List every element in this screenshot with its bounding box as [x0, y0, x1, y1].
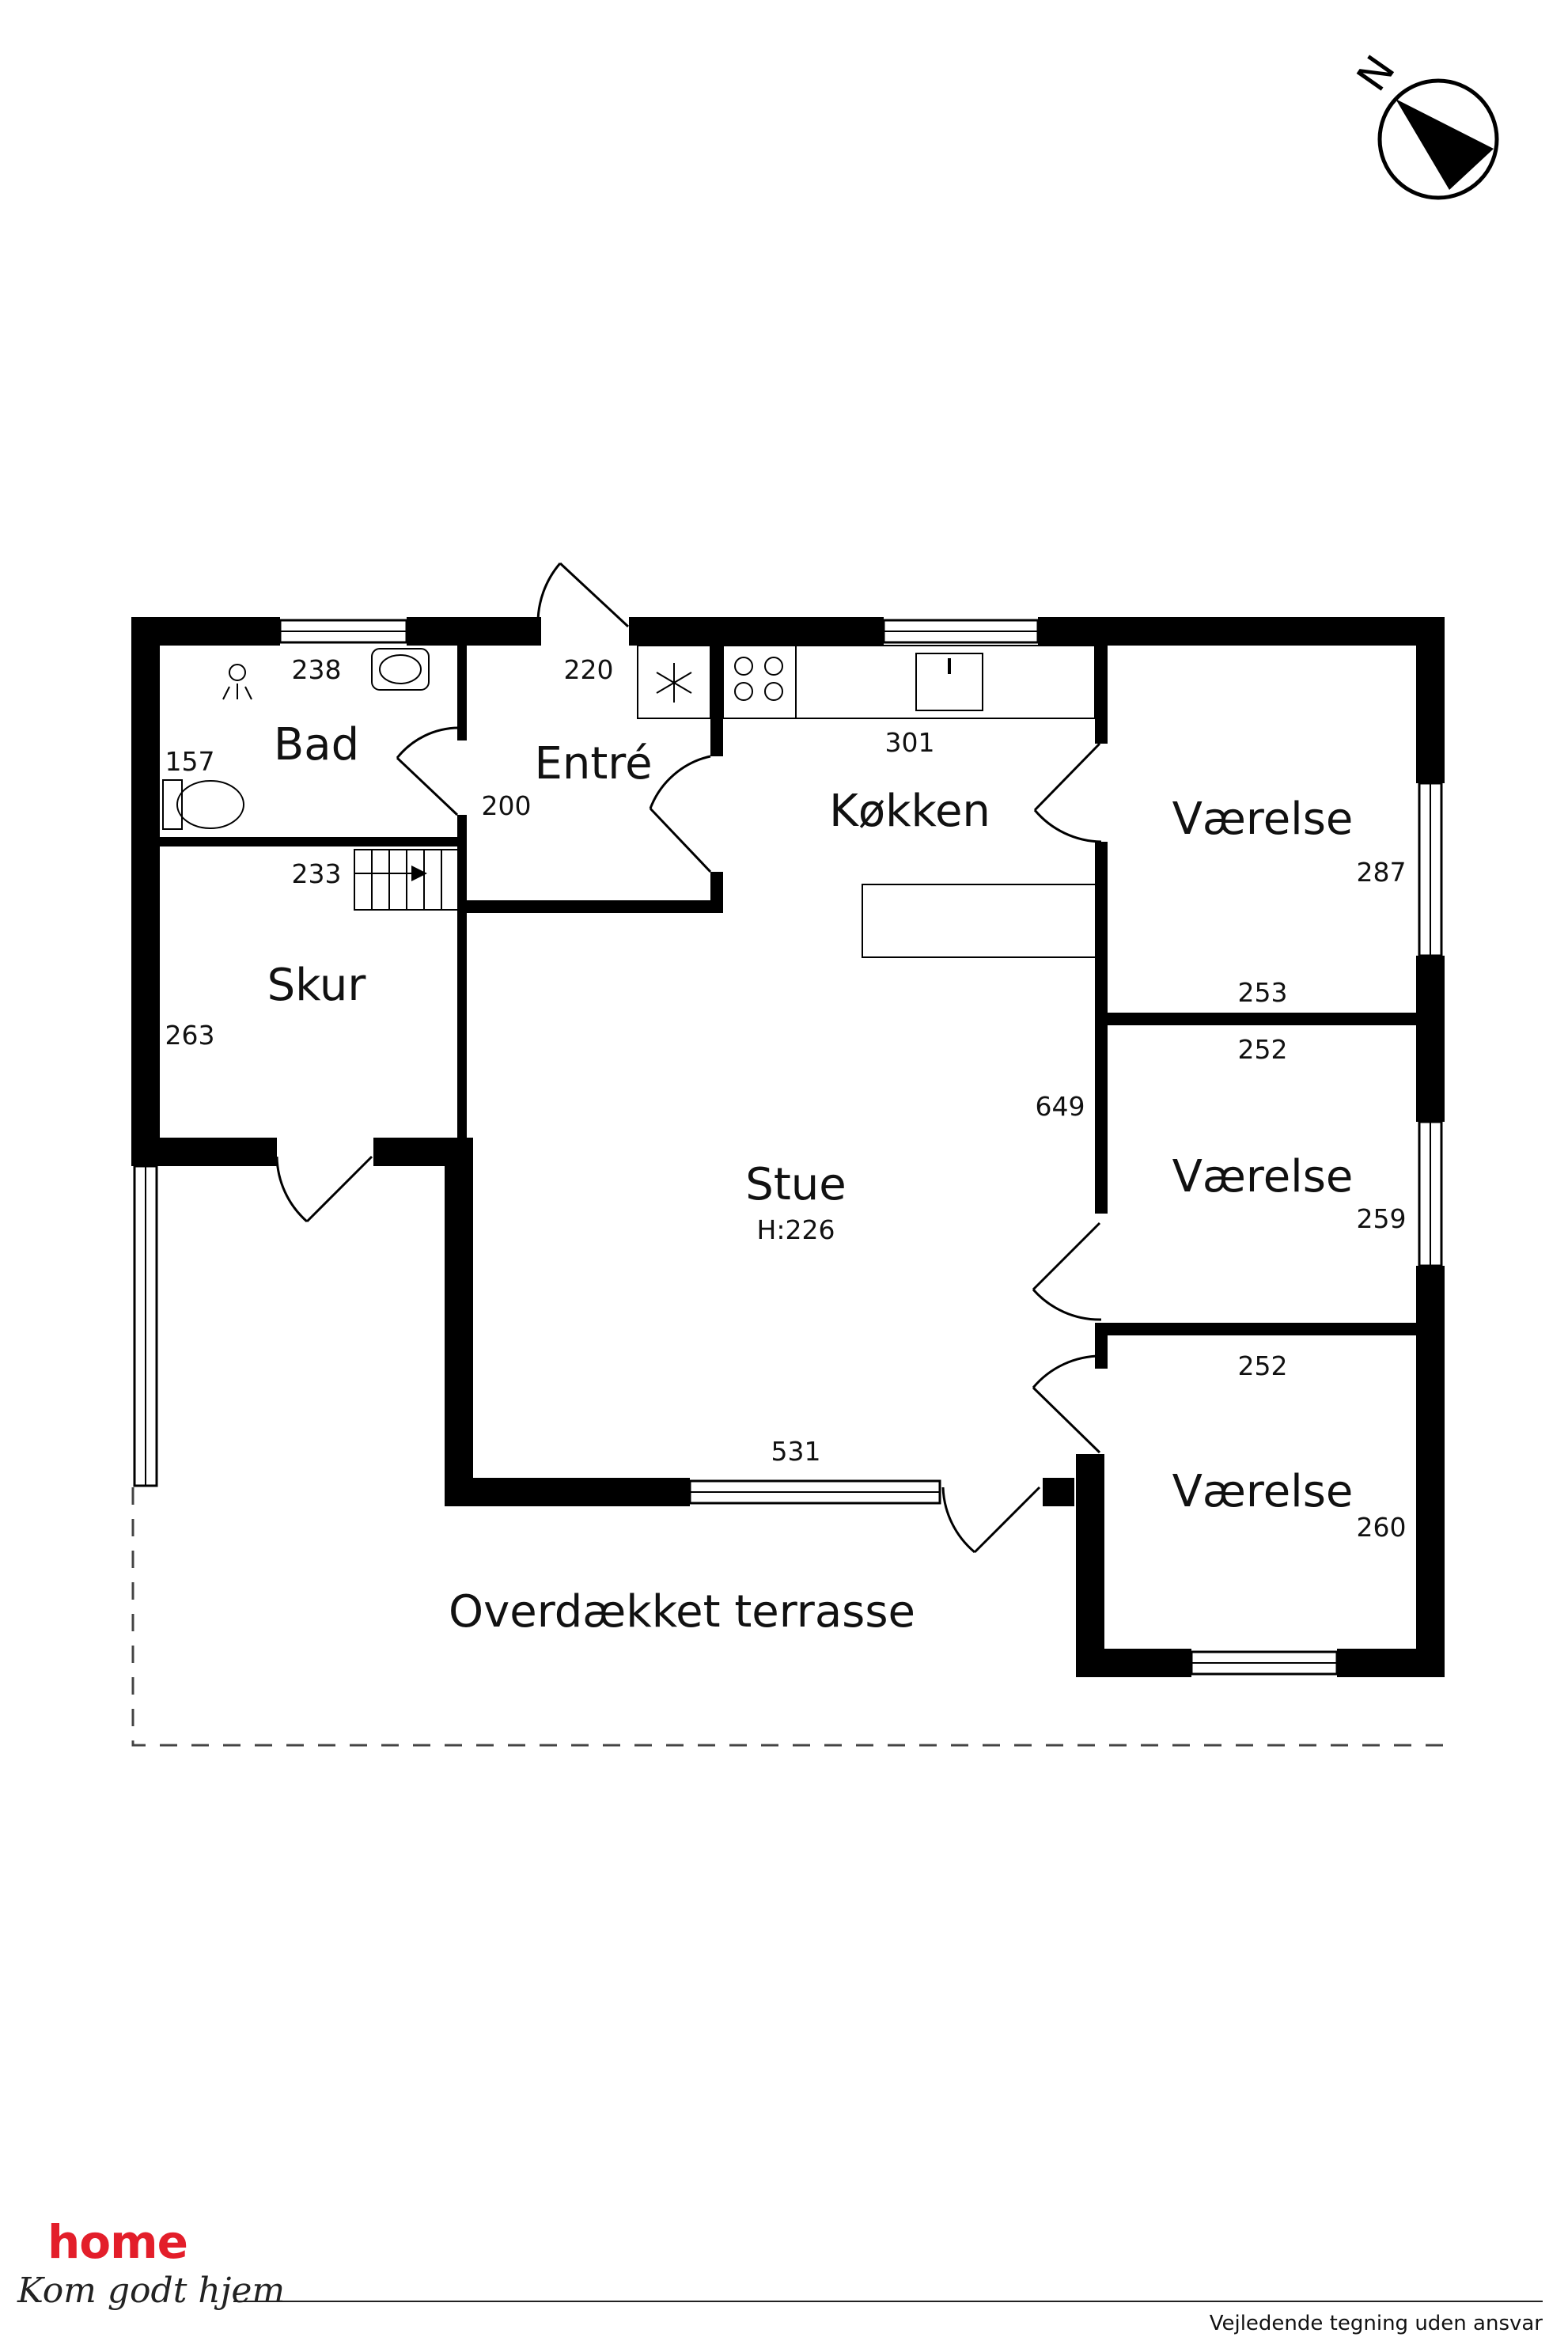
room-name-kokken: Køkken — [829, 786, 990, 837]
window-glazing — [145, 631, 1431, 1664]
door-v3-arc — [1032, 1354, 1102, 1388]
wall-right-2 — [1416, 956, 1445, 1122]
wall-entre-bottom — [467, 900, 722, 913]
door-entry-leaf — [559, 562, 630, 628]
wall-right-1 — [1416, 617, 1445, 783]
door-v1-arc — [1033, 809, 1102, 843]
snowflake-icon — [656, 663, 692, 703]
room-name-terrasse: Overdækket terrasse — [449, 1586, 915, 1638]
bathroom-sink-bowl — [379, 654, 422, 684]
door-v1-leaf — [1033, 742, 1101, 812]
door-terrace-leaf — [973, 1486, 1041, 1554]
wall-v3-bottom-1 — [1076, 1649, 1191, 1677]
dim-vaerelse-1-depth: 287 — [1357, 857, 1407, 888]
dim-entre-depth: 200 — [482, 790, 532, 821]
doors — [275, 562, 1102, 1554]
wall-bad-skur — [160, 837, 467, 846]
dim-entre-width: 220 — [564, 654, 614, 685]
kitchen-counter — [722, 645, 1096, 719]
toilet-tank — [162, 779, 183, 830]
dim-kokken-width: 301 — [885, 727, 935, 758]
wall-top-3 — [629, 617, 884, 646]
room-name-vaerelse-2: Værelse — [1172, 1151, 1354, 1203]
dim-skur-width: 233 — [292, 858, 342, 889]
stove-burner-3 — [734, 682, 753, 701]
wall-entre-right-1 — [710, 646, 723, 756]
room-name-skur: Skur — [267, 960, 367, 1011]
kitchen-island — [862, 884, 1097, 958]
dim-stue-width: 531 — [771, 1436, 821, 1467]
stove — [722, 645, 797, 719]
brand-slogan: Kom godt hjem — [17, 2271, 286, 2311]
kitchen-sink — [915, 653, 983, 711]
footer-disclaimer: Vejledende tegning uden ansvar — [1209, 2312, 1543, 2335]
door-entry-arc — [536, 562, 562, 626]
wall-right-3 — [1416, 1266, 1445, 1677]
door-entre-arc — [649, 755, 711, 809]
door-v2-leaf — [1032, 1221, 1101, 1291]
wall-skur-bottom-1 — [131, 1138, 277, 1166]
north-label: N — [1348, 47, 1404, 100]
dim-vaerelse-2-width: 252 — [1238, 1034, 1288, 1065]
fridge — [637, 645, 711, 719]
exterior-walls — [131, 617, 1445, 1677]
stove-burner-2 — [764, 657, 783, 676]
wall-v3-left — [1076, 1454, 1104, 1677]
stove-burner-1 — [734, 657, 753, 676]
compass-circle — [1377, 78, 1499, 200]
wall-bedrooms-1 — [1095, 646, 1108, 744]
door-skur-leaf — [305, 1155, 373, 1223]
terrace-outline — [131, 1487, 1444, 1747]
shower-icon — [229, 664, 246, 681]
home-logo: home — [47, 2215, 188, 2269]
wall-stue-left — [445, 1138, 473, 1506]
stairs — [354, 849, 460, 911]
stue-ceiling-height: H:226 — [757, 1214, 835, 1245]
footer-divider — [233, 2301, 1543, 2302]
wall-bedrooms-2 — [1095, 842, 1108, 1214]
dim-vaerelse-3-width: 252 — [1238, 1350, 1288, 1381]
wall-bad-entre-1 — [457, 646, 467, 740]
room-name-stue: Stue — [745, 1159, 846, 1210]
toilet-bowl — [176, 780, 244, 829]
room-name-vaerelse-3: Værelse — [1172, 1466, 1354, 1517]
wall-bedrooms-4 — [1095, 1329, 1108, 1369]
kitchen-fixtures — [637, 645, 1097, 958]
wall-top-2 — [407, 617, 541, 646]
dim-bad-width: 238 — [292, 654, 342, 685]
wall-v2-v3 — [1095, 1323, 1416, 1335]
door-bad-leaf — [396, 756, 459, 816]
door-v2-arc — [1032, 1289, 1102, 1321]
shower-spray-icon — [222, 684, 252, 700]
dim-vaerelse-3-depth: 260 — [1357, 1512, 1407, 1543]
wall-top-4 — [1038, 617, 1445, 646]
dim-bad-depth: 157 — [165, 746, 215, 777]
dim-vaerelse-2-depth: 259 — [1357, 1203, 1407, 1234]
wall-entre-right-2 — [710, 872, 723, 913]
room-name-vaerelse-1: Værelse — [1172, 793, 1354, 845]
interior-walls — [160, 646, 1416, 1369]
compass-needle — [1396, 99, 1494, 190]
wall-v1-v2 — [1108, 1013, 1416, 1025]
bathroom-sink — [371, 648, 430, 691]
stairs-arrow-head-icon — [411, 865, 427, 881]
door-entre-leaf — [649, 807, 712, 873]
door-terrace-arc — [941, 1487, 975, 1554]
dim-skur-depth: 263 — [165, 1020, 215, 1051]
bathroom-fixtures — [162, 648, 430, 830]
dim-stue-depth: 649 — [1036, 1091, 1085, 1122]
stove-burner-4 — [764, 682, 783, 701]
dim-vaerelse-1-width: 253 — [1238, 977, 1288, 1008]
door-bad-arc — [396, 726, 460, 759]
door-v3-leaf — [1032, 1386, 1101, 1454]
wall-stue-bottom-1 — [445, 1478, 690, 1506]
compass: N — [1348, 47, 1499, 200]
wall-left — [131, 617, 160, 1163]
room-name-bad: Bad — [274, 719, 359, 771]
door-skur-arc — [275, 1156, 308, 1223]
wall-stue-bottom-2 — [1043, 1478, 1074, 1506]
room-name-entre: Entré — [534, 738, 652, 790]
